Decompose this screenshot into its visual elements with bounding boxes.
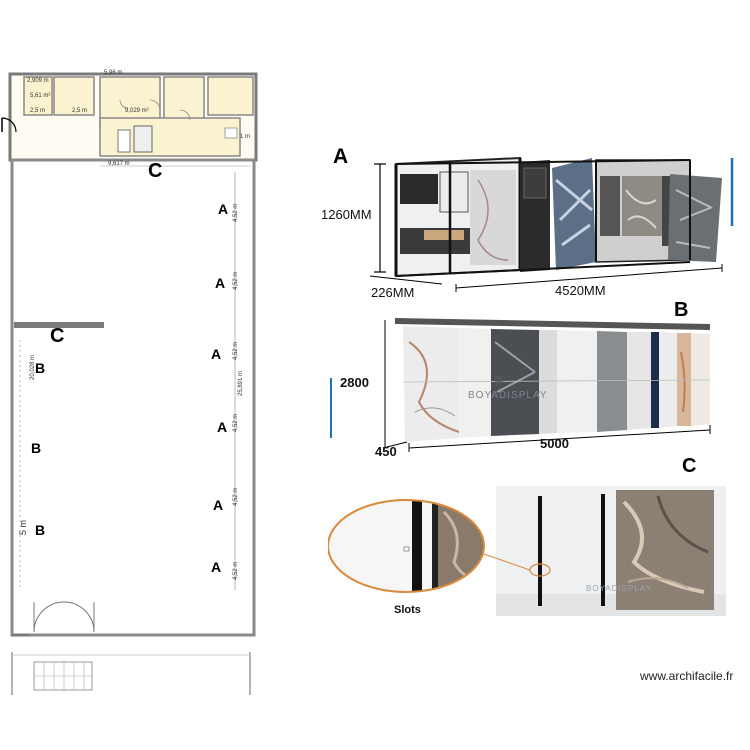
display-c-illustration	[328, 486, 726, 616]
dim-top-area-2: 9,029 m²	[125, 108, 149, 114]
room-4	[163, 76, 205, 123]
display-a-width-label: 4520MM	[555, 283, 606, 298]
showroom-outline	[10, 158, 256, 637]
dim-top-room-3: 5,96 m	[104, 70, 123, 76]
bathroom-fixtures	[224, 127, 238, 139]
dim-bottom-width: 9,617 m	[108, 161, 130, 167]
zone-label-a-3: A	[211, 346, 222, 362]
display-c-brand: BOYADISPLAY	[586, 584, 652, 593]
display-a-letter: A	[333, 145, 349, 168]
dim-side-note: 1 m	[240, 134, 251, 140]
shower	[133, 125, 153, 153]
zone-label-b-2: B	[31, 440, 42, 456]
display-b-depth-label: 450	[375, 444, 397, 459]
dim-wall-4: 4,52 m	[233, 413, 239, 432]
dim-top-room-2: 2,5 m	[30, 108, 46, 114]
slots-callout-label: Slots	[394, 604, 421, 616]
dim-left-width: 5 m	[18, 519, 28, 535]
display-a-height-label: 1260MM	[321, 207, 372, 222]
display-b-brand: BOYADISPLAY	[468, 390, 548, 401]
dim-top-room-4: 2,5 m	[72, 108, 88, 114]
dim-wall-3: 4,52 m	[233, 341, 239, 360]
watermark: www.archifacile.fr	[640, 669, 734, 683]
display-b-height-label: 2800	[340, 375, 369, 390]
dim-top-room-1: 2,909 m	[27, 78, 49, 84]
dim-total-length: 25,891 m	[238, 370, 244, 396]
entrance-double-door	[33, 601, 95, 633]
side-door	[1, 117, 17, 133]
zone-label-c-2: C	[50, 325, 65, 347]
zone-label-b-1: B	[35, 360, 46, 376]
floor-plan	[1, 72, 258, 695]
display-a-depth-label: 226MM	[371, 285, 415, 300]
room-1	[23, 76, 53, 116]
zone-label-a-6: A	[211, 559, 222, 575]
zone-label-b-3: B	[35, 522, 46, 538]
small-room	[117, 129, 131, 153]
dim-top-area-1: 5,61 m²	[30, 93, 51, 99]
display-b-illustration	[330, 318, 711, 452]
dim-wall-5: 4,52 m	[233, 487, 239, 506]
display-c-letter: C	[682, 455, 697, 477]
room-2	[53, 76, 95, 116]
dim-wall-1: 4,52 m	[233, 203, 239, 222]
zone-label-a-2: A	[215, 275, 226, 291]
zone-label-a-4: A	[217, 419, 228, 435]
dim-wall-2: 4,52 m	[233, 271, 239, 290]
display-b-width-label: 5000	[540, 436, 569, 451]
zone-label-a-1: A	[218, 201, 229, 217]
zone-label-c-1: C	[148, 160, 163, 182]
callout-ring	[328, 499, 485, 593]
lower-plan-fragment	[11, 652, 251, 695]
dim-wall-6: 4,52 m	[233, 561, 239, 580]
zone-label-a-5: A	[213, 497, 224, 513]
room-5	[207, 76, 254, 116]
display-a-illustration	[370, 156, 734, 292]
display-b-letter: B	[674, 299, 689, 321]
